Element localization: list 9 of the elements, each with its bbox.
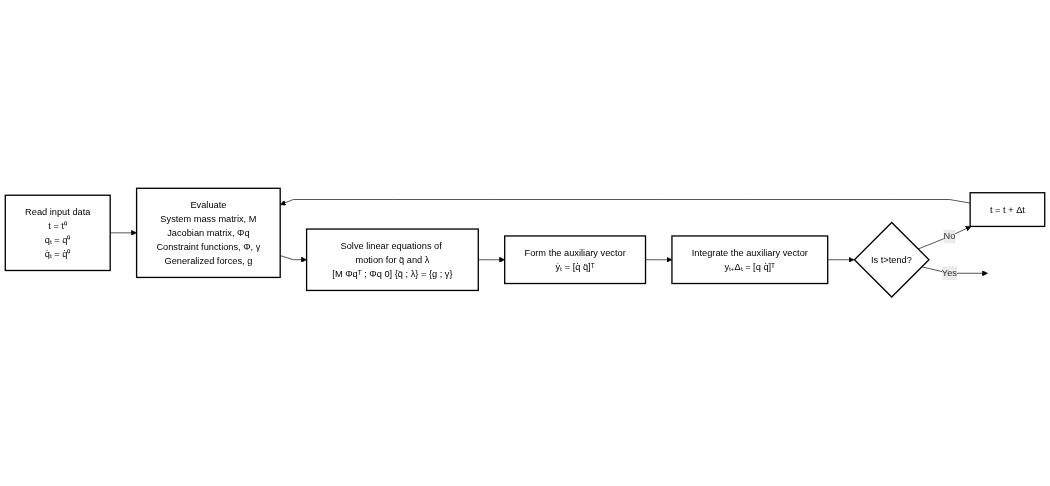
node-box: Form the auxiliary vector ẏₜ = [q̇ q̈]ᵀ xyxy=(504,235,647,285)
node-box: t = t + Δt xyxy=(969,192,1046,228)
node-box: Read input data t = t⁰ qₜ = q⁰ q̇ₜ = q̇⁰ xyxy=(4,194,111,272)
node-diamond: Is t>tend? xyxy=(853,221,930,299)
node-box: Solve linear equations of motion for q̈ and λ [M Φqᵀ ; Φq 0] {q̈ ; λ} = {g ; γ} xyxy=(305,228,479,292)
edge-label: No xyxy=(943,231,956,242)
node-box: Evaluate System mass matrix, M Jacobian matrix, Φq Constraint functions, Φ, γ Generalized forces, g xyxy=(135,187,281,279)
node-box: Integrate the auxiliary vector yₜ₊Δₜ = [q q̇]ᵀ xyxy=(671,235,829,285)
edge-label: Yes xyxy=(941,268,957,279)
